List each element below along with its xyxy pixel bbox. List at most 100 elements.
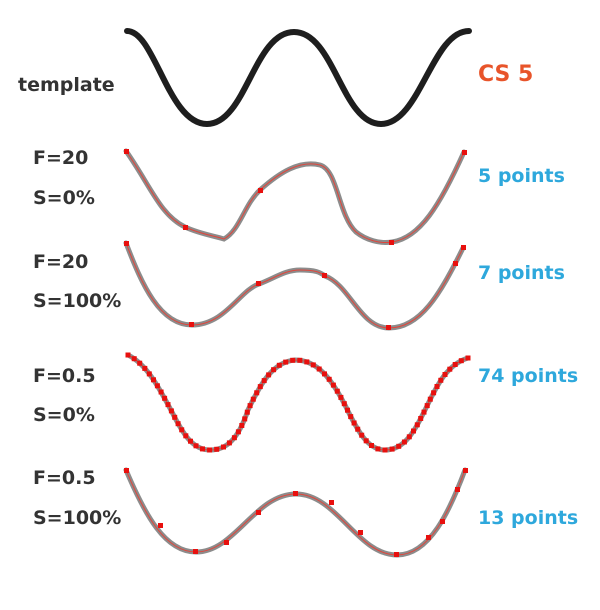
row-3-point [363,438,369,444]
row-2-points [124,241,466,330]
row-3-point [431,390,437,396]
row-3-point [250,396,256,402]
row-f05-s0: F=0.5 S=0% 74 points [33,352,578,453]
row-4-point [463,468,468,473]
row-3-point [375,446,381,452]
row-4-curve [123,467,468,558]
row-3-point [125,352,131,358]
row-3-curve-core [127,354,469,451]
row-3-point [168,408,174,414]
row-2-s-label: S=100% [33,290,121,312]
row-3-point [193,443,199,449]
row-3-point [244,409,250,415]
row-2-point [256,281,261,286]
row-3-point [276,362,282,368]
row-2-curve [123,240,466,331]
row-3-point [421,409,427,415]
template-curve [124,28,472,128]
row-1-point [389,240,394,245]
row-2-point [322,273,327,278]
template-label: template [18,74,115,96]
row-3-point [396,443,402,449]
row-3-point [266,372,272,378]
row-4-point [455,487,460,492]
row-3-point [271,367,277,373]
row-4-curve-core [125,469,466,556]
row-3-point [411,428,416,434]
row-2-f-label: F=20 [33,251,88,273]
row-3-point [438,377,444,383]
row-3-point [442,372,448,377]
row-3-point [427,396,433,402]
row-3-point [239,423,245,428]
row-3-point [334,388,340,394]
row-3-point [283,359,289,365]
row-3-point [188,438,193,444]
row-3-point [214,446,220,452]
row-3-point [348,414,354,420]
row-3-point [304,359,310,365]
row-4-point [193,549,198,554]
row-3-point [345,407,350,413]
row-2-point [124,241,129,246]
row-3-point [297,357,303,363]
row-4-point [426,535,431,540]
row-1-point [183,225,188,230]
row-3-point [338,394,344,400]
row-1-f-label: F=20 [33,147,88,169]
template-row: template CS 5 [18,28,533,128]
row-3-point [254,390,260,396]
row-3-point [447,366,453,372]
row-3-point [235,429,241,435]
row-1-count: 5 points [478,165,565,187]
row-4-point [293,491,298,496]
row-f20-s0: F=20 S=0% 5 points [33,147,565,245]
row-3-point [465,355,471,361]
row-4-f-label: F=0.5 [33,467,96,489]
row-3-point [151,377,156,383]
row-3-point [424,403,430,409]
row-1-points [124,149,467,245]
row-3-point [326,376,332,382]
row-3-point [434,384,440,389]
row-3-point [382,447,388,453]
row-4-point [256,510,261,515]
row-3-point [369,443,374,448]
row-3-point [142,365,148,371]
row-3-point [179,427,185,433]
row-3-point [351,420,357,426]
row-3-point [359,432,365,438]
row-4-point [224,540,229,545]
row-3-point [231,435,237,441]
row-2-curve-core [125,242,464,329]
row-3-point [322,371,327,377]
row-3-point [172,414,178,420]
row-4-s-label: S=100% [33,507,121,529]
row-f05-s100: F=0.5 S=100% 13 points [33,467,578,558]
row-4-points [124,468,468,557]
row-3-count: 74 points [478,365,578,387]
row-4-point [394,552,399,557]
row-4-point [358,530,363,535]
row-3-point [247,403,253,409]
row-1-point [258,188,263,193]
row-3-point [200,446,205,452]
row-4-point [440,519,445,524]
row-3-point [175,421,181,427]
row-3-point [137,360,143,366]
row-3-point [414,422,420,428]
row-3-point [158,389,164,395]
row-3-point [131,356,137,362]
row-4-point [158,523,163,528]
row-2-point [461,245,466,250]
row-3-point [341,401,347,407]
row-3-point [355,426,361,432]
row-3-point [257,384,263,390]
row-1-point [462,150,467,155]
row-1-s-label: S=0% [33,187,95,209]
row-3-point [165,402,171,408]
row-3-point [261,378,267,384]
row-1-point [124,149,129,154]
row-3-s-label: S=0% [33,404,95,426]
row-2-point [189,322,194,327]
